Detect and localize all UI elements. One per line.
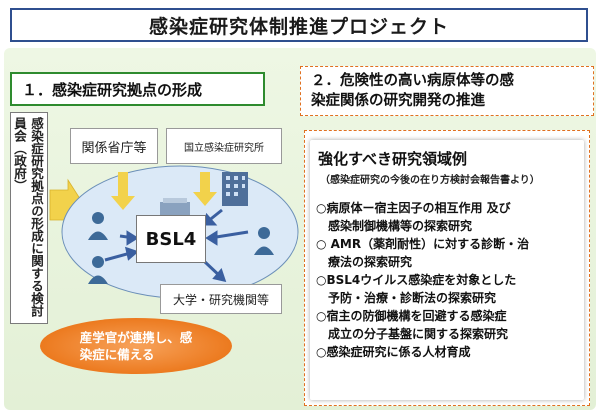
list-item: ○感染症研究に係る人材育成 [316, 345, 471, 359]
person-icon [254, 227, 274, 255]
page-title: 感染症研究体制推進プロジェクト [10, 8, 588, 42]
node-bsl4: BSL4 [136, 215, 206, 263]
collaboration-banner: 産学官が連携し、感 染症に備える [40, 318, 232, 374]
list-item: ○BSL4ウイルス感染症を対象とした [316, 273, 517, 287]
list-item: 予防・治療・診断法の探索研究 [316, 291, 497, 305]
person-icon [88, 212, 108, 240]
list-item: 療法の探索研究 [316, 255, 413, 269]
building-icon [222, 172, 248, 206]
banner-line-1: 産学官が連携し、感 [79, 330, 193, 345]
research-areas-subtitle: （感染症研究の今後の在り方検討会報告書より） [320, 175, 540, 186]
committee-label: 感染症研究拠点の形成に関する検討員会（政府） [10, 112, 48, 324]
node-niid: 国立感染症研究所 [166, 128, 282, 164]
section1-heading: １．感染症研究拠点の形成 [10, 72, 265, 106]
person-icon [88, 256, 108, 284]
banner-line-2: 染症に備える [79, 347, 155, 362]
section2-heading-line-2: 染症関係の研究開発の推進 [311, 93, 485, 109]
section2-heading-line-1: ２．危険性の高い病原体等の感 [311, 73, 514, 89]
list-item: ○ AMR（薬剤耐性）に対する診断・治 [316, 237, 530, 251]
list-item: ○病原体ー宿主因子の相互作用 及び [316, 201, 511, 215]
research-areas-title: 強化すべき研究領域例 [318, 150, 467, 168]
node-universities: 大学・研究機関等 [160, 284, 282, 314]
section2-heading: ２．危険性の高い病原体等の感 染症関係の研究開発の推進 [300, 66, 594, 116]
research-areas-list: ○病原体ー宿主因子の相互作用 及び 感染制御機構等の探索研究 ○ AMR（薬剤耐… [316, 200, 584, 361]
node-ministries: 関係省庁等 [70, 128, 158, 164]
research-areas-frame [304, 130, 590, 406]
lab-building-icon [160, 198, 190, 216]
list-item: ○宿主の防御機構を回避する感染症 [316, 309, 507, 323]
research-areas-card: 強化すべき研究領域例 （感染症研究の今後の在り方検討会報告書より） ○病原体ー宿… [310, 140, 584, 400]
arrow-ministries [111, 172, 135, 210]
list-item: 成立の分子基盤に関する探索研究 [316, 327, 509, 341]
arrow-niid [193, 172, 217, 206]
list-item: 感染制御機構等の探索研究 [316, 219, 473, 233]
